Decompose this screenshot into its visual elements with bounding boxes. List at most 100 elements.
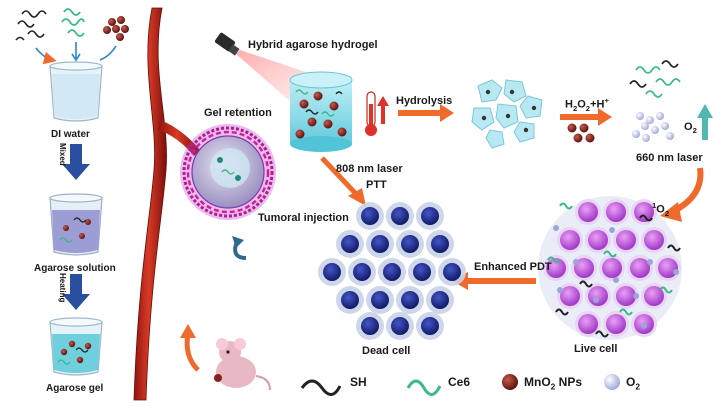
beaker-agarose-solution: [49, 193, 103, 256]
oxygen-bubble: [557, 287, 563, 293]
live-cell: [588, 286, 608, 306]
thermometer-icon: [365, 91, 389, 136]
oxygen-bubble: [553, 225, 559, 231]
hydrolyzed-gel-fragments: [471, 79, 543, 149]
live-cell: [578, 314, 598, 334]
mno2-cluster-reactant: [567, 123, 595, 143]
label-di-water: DI water: [51, 129, 90, 140]
blood-vessel: [133, 7, 200, 401]
label-enhanced-pdt: Enhanced PDT: [474, 261, 552, 273]
arrow-heating: [62, 274, 90, 310]
sh-polymer: [639, 214, 653, 222]
dead-cell: [361, 317, 379, 335]
dead-cell: [341, 235, 359, 253]
live-cell: [616, 230, 636, 250]
sh-polymer: [579, 280, 593, 288]
label-agarose-gel: Agarose gel: [46, 383, 104, 394]
legend-mno2-label: MnO2 NPs: [524, 375, 583, 392]
live-cell: [574, 258, 594, 278]
arrow-660nm-laser: [660, 167, 704, 222]
live-cell: [560, 286, 580, 306]
dead-cell: [391, 317, 409, 335]
label-singlet-oxygen: 1O2: [652, 201, 670, 218]
dead-cell: [431, 291, 449, 309]
hybrid-hydrogel-cylinder: [289, 71, 353, 152]
live-cell: [644, 230, 664, 250]
dead-cell: [401, 235, 419, 253]
dead-cell: [391, 207, 409, 225]
label-660nm-laser: 660 nm laser: [636, 152, 703, 164]
live-cell: [606, 314, 626, 334]
sh-polymer: [595, 330, 609, 338]
mouse-curved-arrow: [180, 324, 200, 372]
label-808nm-laser: 808 nm laser: [336, 163, 403, 175]
dead-cell: [413, 263, 431, 281]
arrow-hydrolysis: [398, 104, 454, 122]
dead-cell: [371, 291, 389, 309]
ce6-polymer: [559, 202, 573, 210]
dead-cell: [383, 263, 401, 281]
o2-up-arrow: [697, 104, 713, 140]
dead-cell: [421, 207, 439, 225]
oxygen-bubble: [633, 293, 639, 299]
oxygen-bubble: [573, 259, 579, 265]
label-hydrolysis: Hydrolysis: [396, 95, 453, 107]
label-agarose-solution: Agarose solution: [34, 263, 116, 274]
label-tumoral-injection: Tumoral injection: [258, 212, 349, 224]
label-hybrid-hydrogel: Hybrid agarose hydrogel: [248, 39, 378, 51]
legend-ce6-label: Ce6: [448, 375, 471, 389]
arrow-mixed: [62, 144, 90, 180]
mouse-icon: [214, 338, 271, 391]
sh-polymer-icon: [15, 10, 47, 41]
ce6-polymer: [619, 308, 633, 316]
legend-ce6-icon: [406, 379, 442, 396]
live-cell: [616, 286, 636, 306]
label-heating: Heating: [58, 273, 67, 303]
oxygen-bubble: [613, 277, 619, 283]
label-dead-cell: Dead cell: [362, 345, 411, 357]
injection-curved-arrow: [232, 236, 247, 260]
label-gel-retention: Gel retention: [204, 107, 272, 119]
live-cell-cluster: [538, 196, 682, 340]
ce6-polymer: [547, 256, 561, 264]
laser-device-icon: [214, 32, 240, 56]
dead-cell: [443, 263, 461, 281]
label-live-cell: Live cell: [574, 343, 618, 355]
label-h2o2: H2O2+H+: [565, 96, 609, 113]
oxygen-bubble: [641, 323, 647, 329]
dead-cell: [353, 263, 371, 281]
sh-polymer: [667, 244, 681, 252]
live-cell: [588, 230, 608, 250]
live-cell: [546, 258, 566, 278]
oxygen-bubble: [647, 259, 653, 265]
dead-cell-cluster: [318, 202, 466, 340]
oxygen-bubble: [593, 297, 599, 303]
live-cell: [606, 202, 626, 222]
legend-mno2-icon: [502, 374, 518, 390]
beaker-agarose-gel: [49, 317, 103, 376]
legend-o2-icon: [604, 374, 620, 390]
beaker-di-water: [49, 61, 103, 122]
live-cell: [602, 258, 622, 278]
oxygen-bubbles: [632, 112, 674, 142]
dead-cell: [341, 291, 359, 309]
oxygen-bubble: [673, 269, 679, 275]
live-cell: [658, 258, 678, 278]
ce6-polymer: [659, 286, 673, 294]
sh-polymer: [555, 308, 569, 316]
mno2-nanoparticle-icon: [103, 16, 129, 41]
dead-cell: [421, 317, 439, 335]
ce6-polymer-icon: [61, 8, 85, 37]
dead-cell: [431, 235, 449, 253]
live-cell: [578, 202, 598, 222]
tumor: [180, 124, 276, 220]
legend-sh-icon: [300, 379, 342, 396]
oxygen-bubble: [609, 227, 615, 233]
live-cell: [644, 286, 664, 306]
arrow-h2o2: [560, 108, 612, 126]
ce6-polymer: [603, 250, 617, 258]
legend-sh-label: SH: [350, 375, 367, 389]
label-ptt: PTT: [366, 179, 387, 191]
